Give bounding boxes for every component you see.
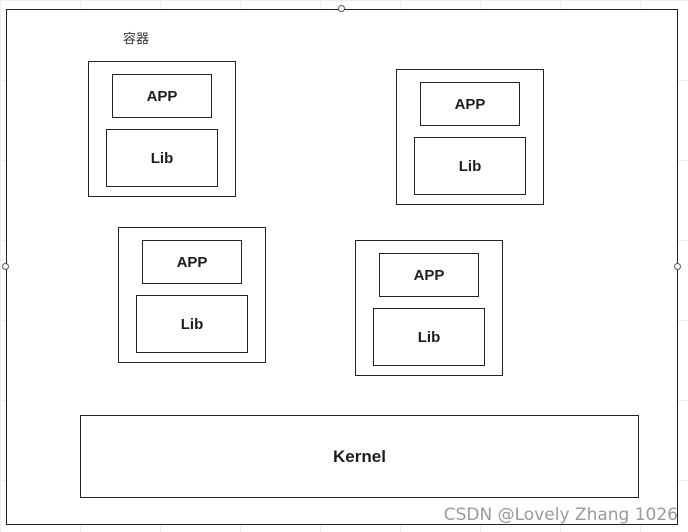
lib-box[interactable]: Lib — [136, 295, 248, 353]
resize-handle-top[interactable] — [338, 5, 345, 12]
kernel-box[interactable]: Kernel — [80, 415, 639, 498]
resize-handle-right[interactable] — [674, 263, 681, 270]
resize-handle-left[interactable] — [2, 263, 9, 270]
app-box[interactable]: APP — [420, 82, 520, 126]
app-box[interactable]: APP — [142, 240, 242, 284]
app-box[interactable]: APP — [379, 253, 479, 297]
lib-box[interactable]: Lib — [414, 137, 526, 195]
app-box[interactable]: APP — [112, 74, 212, 118]
lib-box[interactable]: Lib — [373, 308, 485, 366]
container-caption: 容器 — [123, 32, 150, 47]
watermark: CSDN @Lovely Zhang 1026 — [443, 505, 678, 525]
lib-box[interactable]: Lib — [106, 129, 218, 187]
